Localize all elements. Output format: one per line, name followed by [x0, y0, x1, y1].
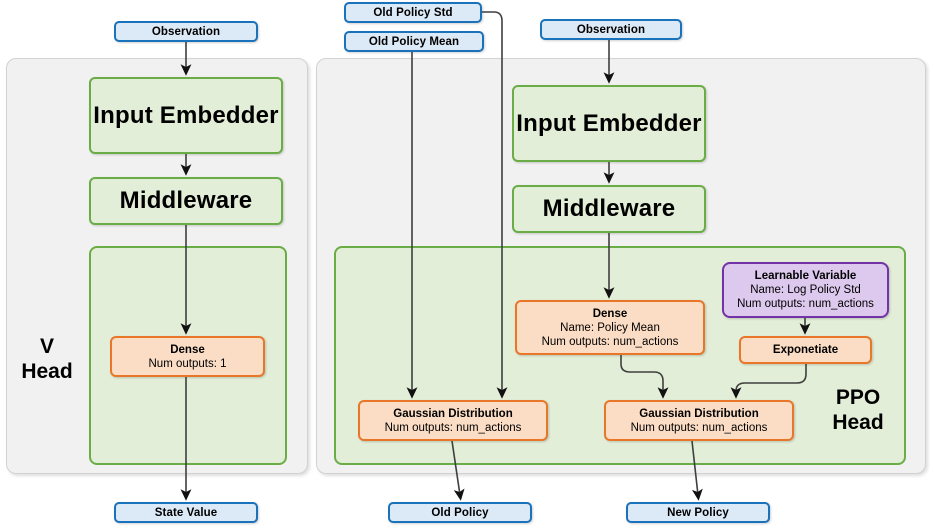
ppo-observation-label: Observation — [576, 23, 646, 36]
v-head-observation-label: Observation — [151, 25, 221, 38]
ppo-new-policy-output[interactable]: New Policy — [626, 502, 770, 523]
ppo-exponetiate-label: Exponetiate — [772, 344, 839, 356]
ppo-dense-outputs: Num outputs: num_actions — [541, 335, 679, 348]
ppo-gaussian-new-title: Gaussian Distribution — [639, 407, 759, 420]
ppo-middleware-label: Middleware — [542, 195, 676, 222]
v-head-middleware-label: Middleware — [119, 187, 253, 214]
ppo-exponetiate[interactable]: Exponetiate — [739, 336, 872, 364]
ppo-head-label: PPO Head — [818, 385, 898, 435]
ppo-gaussian-distribution-new[interactable]: Gaussian Distribution Num outputs: num_a… — [604, 400, 794, 441]
v-head-middleware[interactable]: Middleware — [89, 177, 283, 225]
ppo-input-embedder[interactable]: Input Embedder — [512, 85, 706, 162]
ppo-dense-name: Name: Policy Mean — [560, 321, 660, 334]
v-head-dense[interactable]: Dense Num outputs: 1 — [110, 336, 265, 377]
ppo-new-policy-output-label: New Policy — [667, 506, 729, 519]
ppo-old-policy-std-label: Old Policy Std — [373, 6, 453, 19]
ppo-learnable-variable-name: Name: Log Policy Std — [750, 284, 861, 296]
ppo-head-label-line2: Head — [832, 411, 884, 434]
v-head-label-line2: Head — [21, 360, 73, 383]
v-head-dense-title: Dense — [170, 343, 205, 356]
ppo-input-embedder-label: Input Embedder — [516, 109, 702, 137]
ppo-dense-policy-mean[interactable]: Dense Name: Policy Mean Num outputs: num… — [515, 300, 705, 355]
ppo-old-policy-output-label: Old Policy — [431, 506, 489, 519]
v-head-input-embedder[interactable]: Input Embedder — [89, 77, 283, 154]
v-head-label: V Head — [10, 334, 84, 384]
ppo-learnable-variable-outputs: Num outputs: num_actions — [737, 298, 874, 310]
ppo-gaussian-distribution-old[interactable]: Gaussian Distribution Num outputs: num_a… — [358, 400, 548, 441]
ppo-observation-input[interactable]: Observation — [540, 19, 682, 40]
ppo-gaussian-new-outputs: Num outputs: num_actions — [630, 421, 768, 434]
ppo-old-policy-output[interactable]: Old Policy — [388, 502, 532, 523]
ppo-dense-title: Dense — [592, 307, 628, 320]
ppo-old-policy-mean-input[interactable]: Old Policy Mean — [344, 31, 484, 52]
ppo-learnable-variable-title: Learnable Variable — [754, 270, 857, 282]
v-head-input-embedder-label: Input Embedder — [93, 101, 279, 129]
ppo-learnable-variable[interactable]: Learnable Variable Name: Log Policy Std … — [722, 262, 889, 318]
ppo-gaussian-old-outputs: Num outputs: num_actions — [384, 421, 522, 434]
v-head-dense-outputs: Num outputs: 1 — [148, 357, 227, 370]
v-head-state-value-output[interactable]: State Value — [114, 502, 258, 523]
v-head-label-line1: V — [39, 335, 54, 358]
ppo-gaussian-old-title: Gaussian Distribution — [393, 407, 513, 420]
v-head-state-value-label: State Value — [154, 506, 218, 519]
ppo-head-label-line1: PPO — [835, 386, 881, 409]
ppo-old-policy-mean-label: Old Policy Mean — [368, 35, 460, 48]
v-head-observation-input[interactable]: Observation — [114, 21, 258, 42]
ppo-old-policy-std-input[interactable]: Old Policy Std — [344, 2, 482, 23]
ppo-middleware[interactable]: Middleware — [512, 185, 706, 233]
